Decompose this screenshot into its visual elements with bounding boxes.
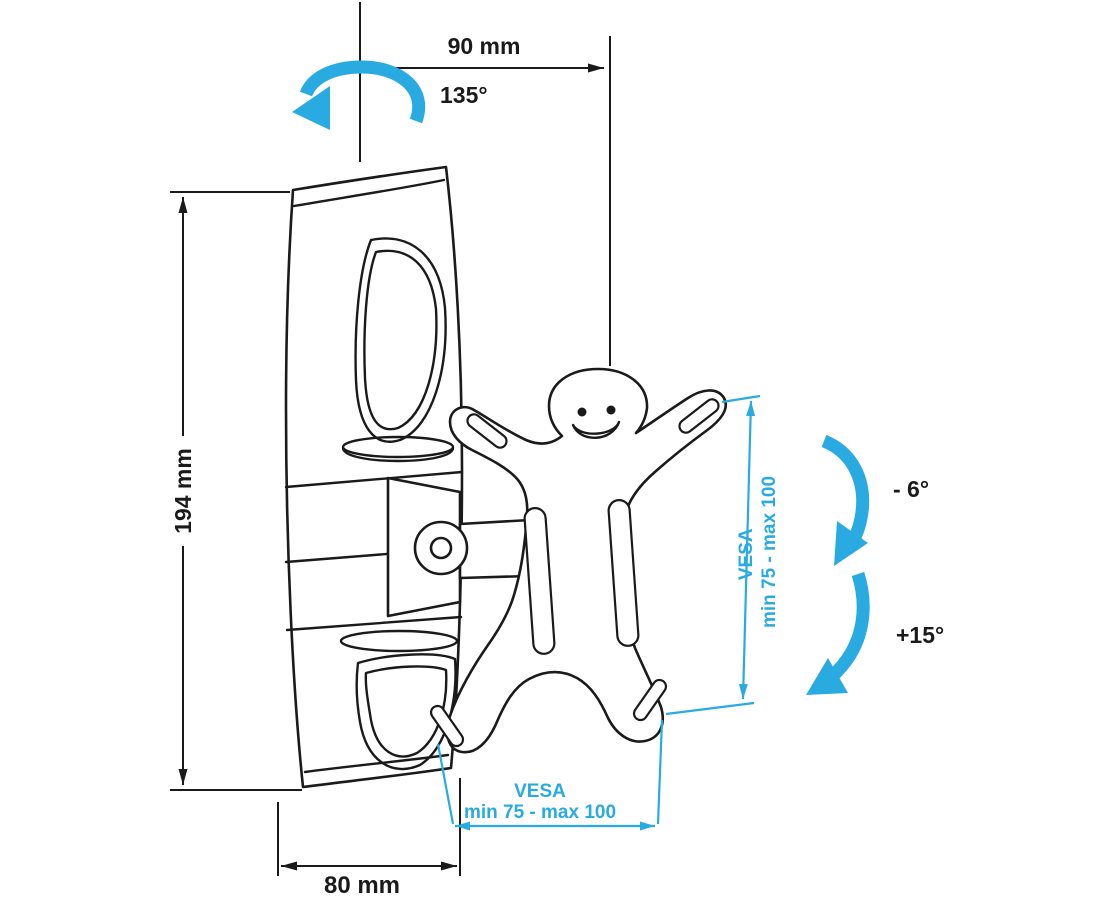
vesa-leader-right — [656, 719, 664, 825]
dimension-90mm: 90 mm — [359, 2, 611, 366]
bracket-top-edge-line — [292, 178, 446, 208]
dimension-label-90mm: 90 mm — [448, 33, 521, 59]
vesa-slot-lower-right — [632, 678, 668, 722]
tilt-annotation-down: +15° — [806, 572, 944, 695]
bracket-section-line-3 — [285, 615, 463, 632]
vesa-dimension-horizontal: VESA min 75 - max 100 — [436, 719, 664, 831]
lower-shelf-disc — [339, 629, 459, 653]
vesa-plate-outline — [446, 367, 727, 754]
vesa-horizontal-label-line2: min 75 - max 100 — [464, 802, 616, 823]
tilt-arrowhead-up — [834, 521, 868, 566]
bracket-section-line-1 — [284, 470, 464, 489]
vesa-slot-center-left — [523, 507, 556, 655]
dimension-80mm: 80 mm — [277, 778, 461, 899]
vesa-vertical-label: VESA min 75 - max 100 — [736, 476, 780, 628]
lower-cutout-inner — [364, 665, 448, 758]
mount-arm — [386, 476, 532, 618]
vesa-slot-lower-left — [429, 704, 465, 748]
upper-shelf-edge — [341, 446, 455, 463]
tilt-up-label: - 6° — [893, 476, 929, 502]
lower-cutout-outer — [355, 653, 457, 771]
vesa-leader-left — [436, 743, 455, 825]
rotation-arrow-icon — [299, 60, 426, 124]
tilt-annotation-up: - 6° — [821, 434, 929, 566]
swivel-annotation: 135° — [292, 60, 488, 130]
dimension-label-80mm: 80 mm — [324, 872, 400, 899]
vesa-plate — [429, 367, 727, 754]
tilt-down-label: +15° — [896, 622, 944, 648]
wall-bracket — [284, 165, 464, 789]
left-eye — [577, 407, 587, 417]
dimension-label-194mm: 194 mm — [170, 448, 196, 534]
pivot-joint — [413, 520, 469, 576]
right-eye — [606, 405, 616, 415]
bracket-bottom-edge-line — [303, 753, 450, 774]
vesa-dimension-vertical: VESA min 75 - max 100 — [665, 394, 780, 716]
label-mask — [168, 436, 200, 546]
tilt-arrowhead-down — [806, 658, 848, 695]
upper-cutout-outer — [354, 237, 447, 443]
vesa-horizontal-label-line1: VESA — [514, 781, 566, 802]
pivot-inner-ring — [429, 536, 453, 560]
vesa-dim-line-vertical — [738, 400, 756, 700]
vesa-slot-center-right — [607, 499, 640, 647]
swivel-angle-label: 135° — [440, 82, 488, 108]
smile-mouth — [571, 420, 621, 439]
rotation-arrowhead — [292, 86, 330, 130]
dimension-194mm: 194 mm — [168, 191, 302, 791]
vesa-slot-upper-right — [678, 398, 720, 434]
vesa-leader-top — [721, 394, 761, 404]
smiley-face — [571, 405, 621, 439]
vesa-leader-bottom — [665, 701, 755, 716]
upper-cutout-inner — [363, 249, 438, 431]
vesa-slot-upper-left — [466, 413, 508, 449]
